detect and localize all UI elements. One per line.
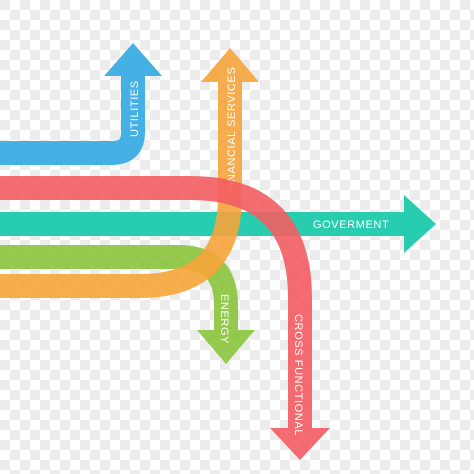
label-utilities: UTILITIES <box>129 80 141 137</box>
label-financial-services: FINANCIAL SERVICES <box>226 67 238 193</box>
arrow-cross-functional: CROSS FUNCTIONAL <box>0 176 330 460</box>
arrow-government: GOVERMENT <box>0 195 436 253</box>
arrow-financial-services: FINANCIAL SERVICES <box>0 48 259 298</box>
arrow-utilities: UTILITIES <box>0 43 162 165</box>
label-energy: ENERGY <box>218 294 230 344</box>
label-government: GOVERMENT <box>313 219 389 231</box>
label-cross-functional: CROSS FUNCTIONAL <box>292 314 304 436</box>
